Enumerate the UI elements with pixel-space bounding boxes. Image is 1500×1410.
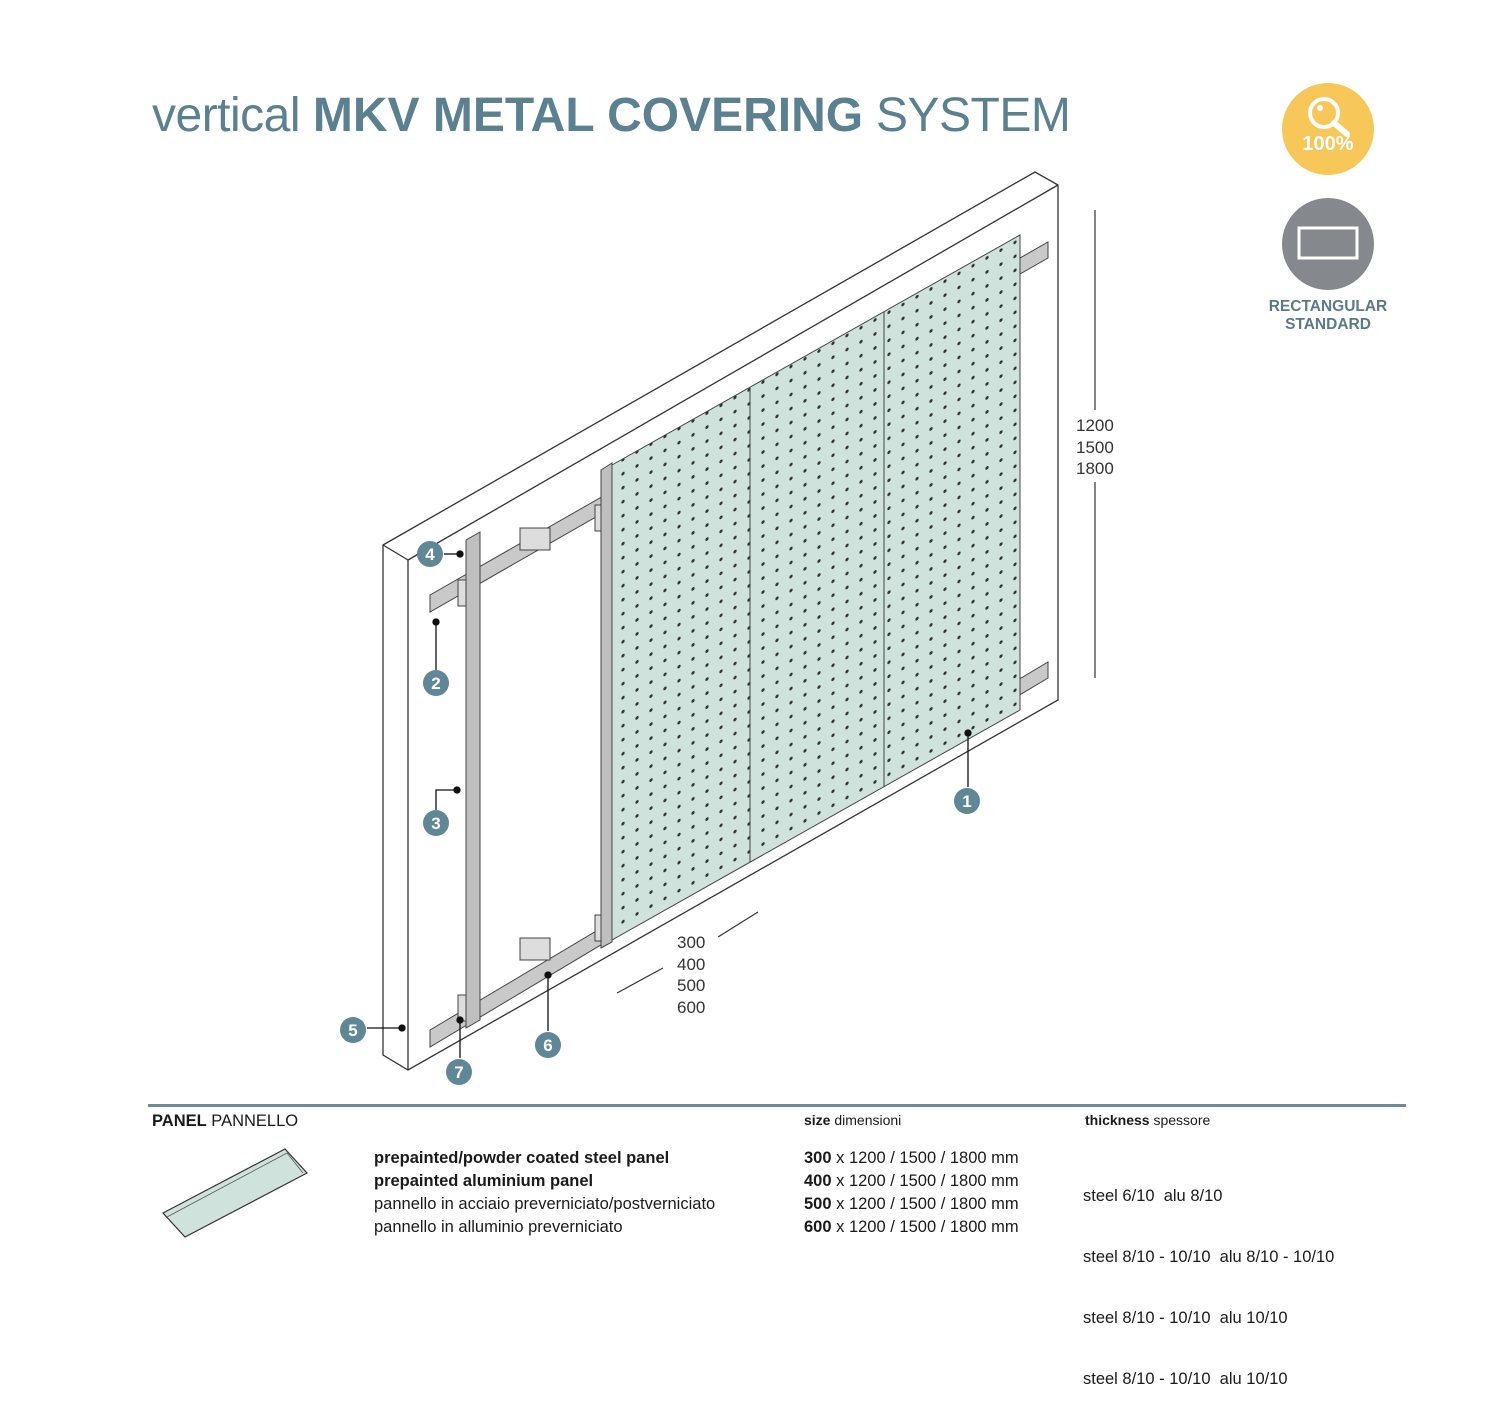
title-suffix: SYSTEM (875, 89, 1071, 142)
description: prepainted aluminium panel (374, 1172, 594, 1190)
shape-label-line1: RECTANGULAR (1268, 298, 1388, 315)
thickness-header: thickness spessore (1085, 1112, 1210, 1128)
height-dim: 1800 (1076, 459, 1114, 478)
callout-circle (423, 670, 449, 696)
size-rest: x 1200 / 1500 / 1800 mm (836, 1149, 1019, 1167)
callout-number: 4 (425, 545, 435, 564)
size-row: 500 x 1200 / 1500 / 1800 mm (804, 1193, 1019, 1216)
size-rest: x 1200 / 1500 / 1800 mm (836, 1195, 1019, 1213)
callout-number: 3 (431, 814, 440, 833)
width-dim: 400 (677, 954, 706, 974)
callout-2: 2 (423, 670, 449, 696)
section-title: PANEL PANNELLO (152, 1112, 298, 1131)
size-row: 400 x 1200 / 1500 / 1800 mm (804, 1170, 1019, 1193)
width-dim: 500 (677, 976, 706, 995)
thickness-header-bold: thickness (1085, 1112, 1150, 1128)
height-dimensions: 1200 1500 1800 (1076, 415, 1114, 480)
callout-circle (340, 1017, 366, 1043)
callout-circle (535, 1032, 561, 1058)
size-rest: x 1200 / 1500 / 1800 mm (836, 1172, 1019, 1190)
page-title: vertical MKV METAL COVERING SYSTEM (152, 88, 1071, 143)
section-divider (148, 1104, 1406, 1107)
thickness: steel 6/10 alu 8/10 (1083, 1187, 1223, 1205)
thickness: steel 8/10 - 10/10 alu 10/10 (1083, 1309, 1288, 1327)
height-dim: 1200 (1076, 416, 1114, 435)
callout-number: 5 (348, 1021, 357, 1040)
dimension-lines (616, 210, 1096, 994)
magnifier-icon (1308, 97, 1350, 137)
size-list: 300 x 1200 / 1500 / 1800 mm 400 x 1200 /… (804, 1147, 1019, 1239)
perforated-panels (611, 234, 1021, 941)
rectangle-icon (1297, 226, 1359, 260)
vertical-profiles (465, 462, 613, 1029)
size-row: 600 x 1200 / 1500 / 1800 mm (804, 1216, 1019, 1239)
callout-6: 6 (535, 1032, 561, 1058)
size-width: 600 (804, 1218, 832, 1236)
callout-5: 5 (340, 1017, 366, 1043)
size-width: 300 (804, 1149, 832, 1167)
section-title-rest: PANNELLO (211, 1112, 299, 1130)
description: prepainted/powder coated steel panel (374, 1149, 670, 1167)
size-header-bold: size (804, 1112, 831, 1128)
size-header: size dimensioni (804, 1112, 901, 1128)
height-dim: 1500 (1076, 437, 1114, 457)
size-row: 300 x 1200 / 1500 / 1800 mm (804, 1147, 1019, 1170)
callout-leaders (367, 550, 972, 1058)
description: pannello in alluminio preverniciato (374, 1218, 623, 1236)
title-prefix: vertical (152, 89, 301, 142)
size-width: 400 (804, 1172, 832, 1190)
callout-number: 1 (962, 792, 971, 811)
shape-label-line2: STANDARD (1285, 316, 1371, 333)
size-rest: x 1200 / 1500 / 1800 mm (836, 1218, 1019, 1236)
section-title-bold: PANEL (152, 1112, 207, 1130)
callout-number: 6 (543, 1036, 552, 1055)
callouts: 1 2 3 4 5 6 7 (340, 541, 980, 1085)
system-diagram: 1 2 3 4 5 6 7 (340, 171, 1096, 1085)
zoom-100-badge: 100% (1282, 83, 1374, 175)
callout-number: 7 (454, 1063, 463, 1082)
callout-circle (446, 1059, 472, 1085)
callout-circle (954, 788, 980, 814)
zoom-label: 100% (1302, 133, 1354, 155)
panel-illustration (162, 1148, 308, 1238)
callout-circle (417, 541, 443, 567)
width-dimensions: 300 400 500 600 (677, 932, 705, 1018)
title-bold: MKV METAL COVERING (312, 89, 864, 142)
callout-7: 7 (446, 1059, 472, 1085)
panel-descriptions: prepainted/powder coated steel panel pre… (374, 1147, 715, 1239)
rectangular-badge (1282, 198, 1374, 290)
callout-1: 1 (954, 788, 980, 814)
width-dim: 300 (677, 933, 706, 952)
description: pannello in acciaio preverniciato/postve… (374, 1195, 716, 1213)
thickness-list: steel 6/10 alu 8/10 steel 8/10 - 10/10 a… (1083, 1147, 1334, 1410)
callout-4: 4 (417, 541, 443, 567)
callout-number: 2 (431, 674, 440, 693)
callout-3: 3 (423, 810, 449, 836)
width-dim: 600 (677, 997, 706, 1017)
callout-circle (423, 810, 449, 836)
thickness-header-rest: spessore (1153, 1112, 1211, 1128)
size-width: 500 (804, 1195, 832, 1213)
thickness: steel 8/10 - 10/10 alu 8/10 - 10/10 (1083, 1248, 1335, 1266)
thickness: steel 8/10 - 10/10 alu 10/10 (1083, 1370, 1288, 1388)
size-header-rest: dimensioni (834, 1112, 902, 1128)
